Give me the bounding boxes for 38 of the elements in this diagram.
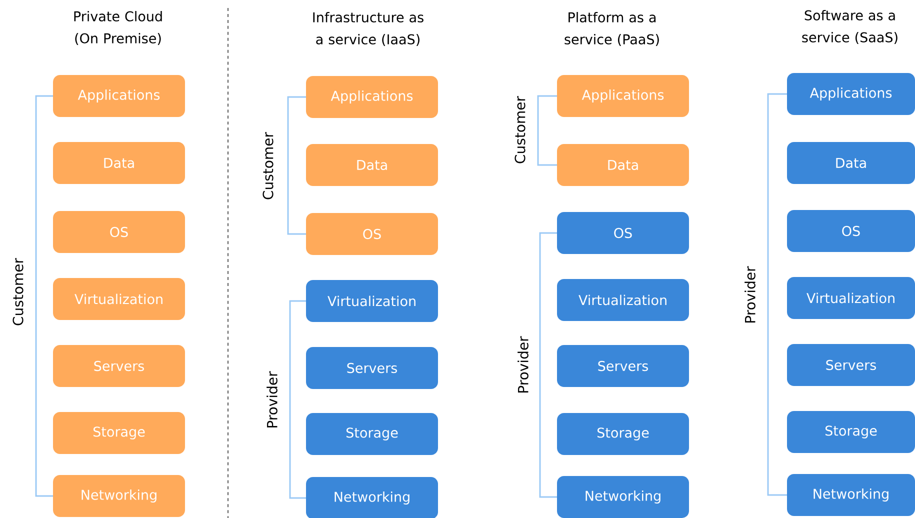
layer-box: Applications — [306, 76, 438, 118]
layer-box: Virtualization — [53, 278, 185, 320]
layer-box: Servers — [306, 347, 438, 389]
layer-box: Networking — [306, 477, 438, 518]
layer-box: Applications — [557, 75, 689, 117]
layer-box: OS — [787, 210, 915, 252]
group-label: Provider — [744, 266, 756, 322]
layer-box: Data — [306, 144, 438, 186]
layer-box: Virtualization — [557, 279, 689, 321]
layer-box: OS — [53, 211, 185, 253]
column-heading: Platform as a service (PaaS) — [564, 12, 659, 46]
layer-box: Data — [53, 142, 185, 184]
layer-box: Networking — [787, 474, 915, 516]
column-heading: Infrastructure as a service (IaaS) — [313, 12, 424, 46]
column-heading: Private Cloud (On Premise) — [74, 10, 162, 46]
layer-box: OS — [306, 213, 438, 255]
layer-box: OS — [557, 212, 689, 254]
layer-box: Servers — [787, 344, 915, 386]
layer-box: Storage — [306, 413, 438, 455]
layer-box: Networking — [557, 476, 689, 518]
layer-box: Virtualization — [306, 280, 438, 322]
layer-box: Virtualization — [787, 277, 915, 319]
group-label: Customer — [514, 96, 526, 164]
group-label: Customer — [12, 258, 24, 326]
layer-box: Data — [557, 144, 689, 186]
group-label: Customer — [262, 132, 274, 200]
layer-box: Applications — [53, 75, 185, 117]
layer-box: Servers — [557, 345, 689, 387]
layer-box: Storage — [53, 412, 185, 454]
layer-box: Storage — [557, 413, 689, 455]
layer-box: Networking — [53, 475, 185, 517]
column-heading: Software as a service (SaaS) — [802, 10, 898, 44]
layer-box: Storage — [787, 411, 915, 453]
layer-box: Applications — [787, 73, 915, 115]
layer-box: Data — [787, 142, 915, 184]
layer-box: Servers — [53, 345, 185, 387]
group-label: Provider — [266, 371, 278, 428]
group-label: Provider — [518, 336, 528, 392]
